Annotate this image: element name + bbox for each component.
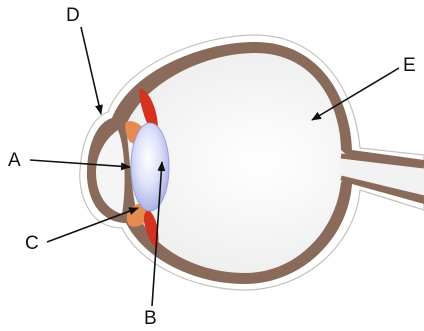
lens — [131, 123, 169, 211]
pointer-arrow-c — [47, 208, 138, 242]
label-c: C — [25, 234, 39, 253]
label-e: E — [403, 56, 416, 75]
label-b: B — [144, 309, 157, 328]
label-d: D — [66, 6, 80, 25]
pointer-arrow-d — [81, 27, 101, 114]
label-a: A — [8, 151, 21, 170]
